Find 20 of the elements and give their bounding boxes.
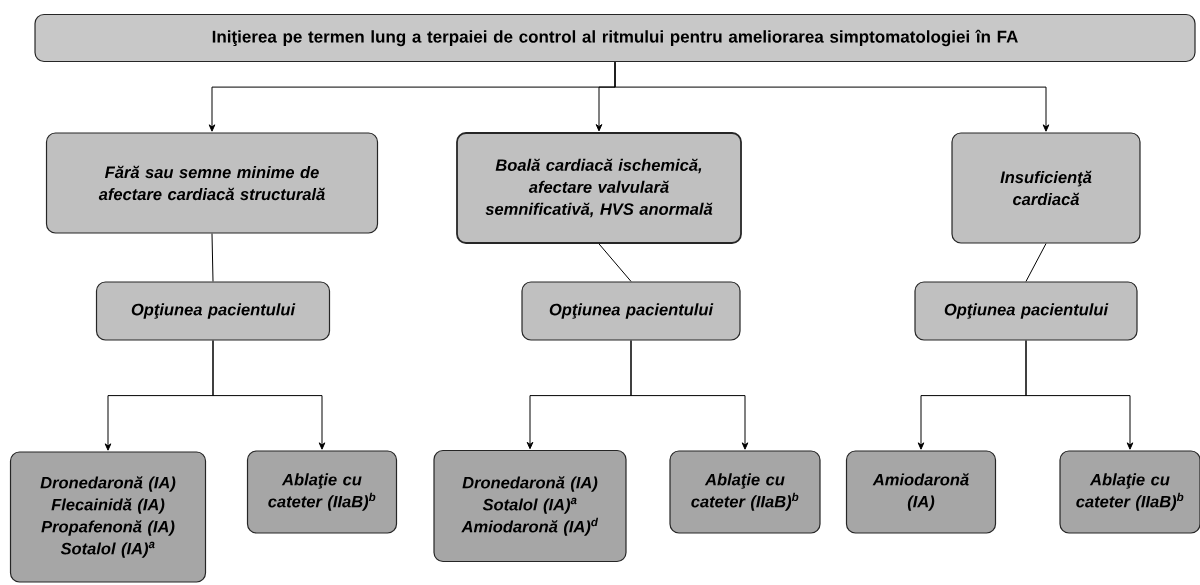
process-box: Amiodaronă (IA) [845,450,997,534]
connector-line [598,243,632,282]
process-box: Boală cardiacă ischemică, afectare valvulară semnificativă, HVS anormală [456,132,742,244]
process-box: Fără sau semne minime de afectare cardiacă structurală [45,132,379,234]
process-box: Ablaţie cu cateter (IIaB)$^{b}$ [246,450,398,534]
process-box: Insuficienţă cardiacă [951,132,1141,244]
process-box: Opţiunea pacientului [521,281,741,341]
connector-line [211,233,214,282]
arrow [1025,340,1134,450]
process-box: Opţiunea pacientului [95,281,331,341]
arrow [212,340,326,450]
process-box: Opţiunea pacientului [914,281,1138,341]
process-box: Ablaţie cu cateter (IIaB)$^{b}$ [669,450,821,534]
connector-line [1025,243,1047,282]
process-box: Dronedaronă (IA) Flecainidă (IA) Propafenonă (IA) Sotalol (IA)$^{a}$ [9,451,207,583]
process-box: Ablaţie cu cateter (IIaB)$^{b}$ [1059,450,1200,534]
process-box: Dronedaronă (IA) Sotalol (IA)$^{a}$ Amiodaronă (IA)$^{d}$ [433,449,627,563]
arrow [630,340,749,450]
arrow [614,61,1050,132]
title-box: Iniţierea pe termen lung a terpaiei de control al ritmului pentru ameliorarea simptomatologiei în FA [34,13,1196,63]
